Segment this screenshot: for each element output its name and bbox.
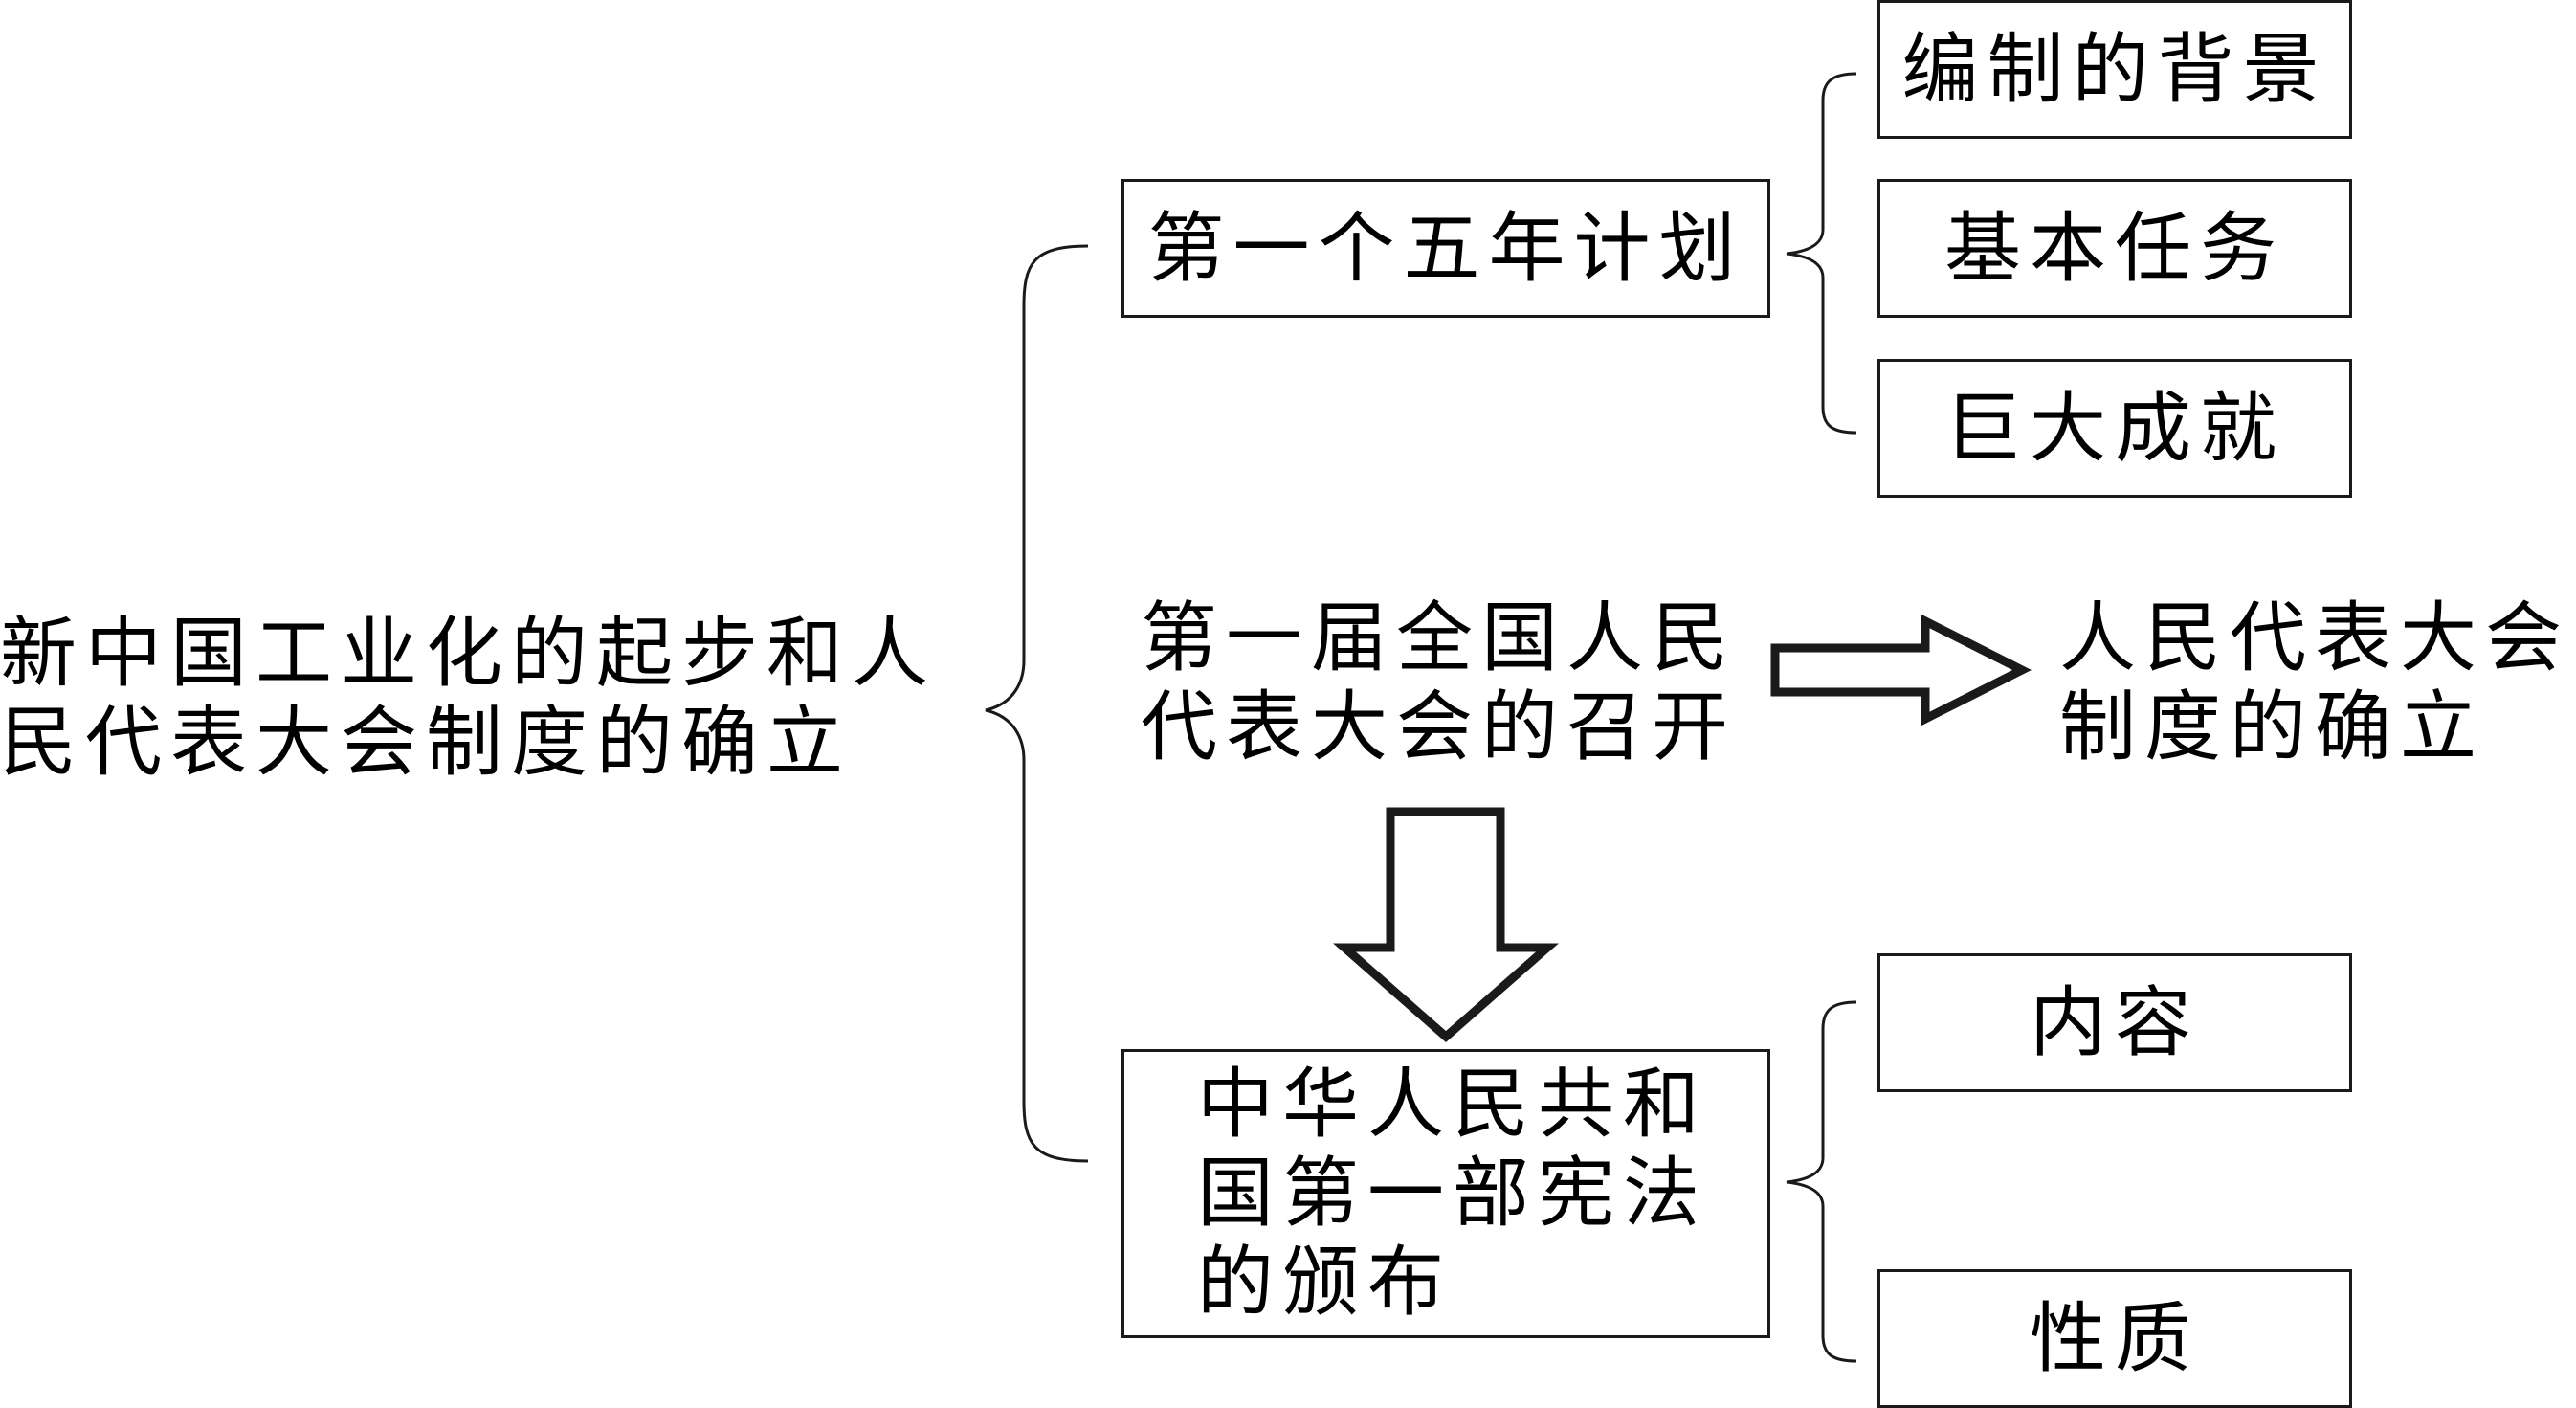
plan-background-box: 编制的背景 (1877, 0, 2352, 139)
constitution-line-3: 的颁布 (1197, 1238, 1453, 1327)
first-npc-line-2: 代表大会的召开 (1141, 682, 1737, 771)
constitution-line-1: 中华人民共和 (1197, 1060, 1708, 1149)
constitution-nature-label: 性质 (2030, 1294, 2200, 1383)
right-arrow (1770, 614, 2032, 726)
plan-achievements-label: 巨大成就 (1944, 384, 2285, 473)
npc-system-line-2: 制度的确立 (2059, 682, 2485, 771)
constitution-label: 中华人民共和 国第一部宪法 的颁布 (1197, 1060, 1708, 1327)
npc-system-line-1: 人民代表大会 (2059, 593, 2570, 682)
constitution-box: 中华人民共和 国第一部宪法 的颁布 (1121, 1049, 1770, 1338)
first-npc-line-1: 第一届全国人民 (1141, 593, 1737, 682)
constitution-content-box: 内容 (1877, 953, 2352, 1092)
npc-system-text: 人民代表大会 制度的确立 (2059, 593, 2570, 771)
plan-tasks-box: 基本任务 (1877, 179, 2352, 318)
root-topic-line-2: 民代表大会制度的确立 (0, 698, 852, 787)
five-year-plan-box: 第一个五年计划 (1121, 179, 1770, 318)
constitution-brace (1786, 1000, 1857, 1363)
plan-background-label: 编制的背景 (1901, 25, 2328, 114)
first-npc-text: 第一届全国人民 代表大会的召开 (1141, 593, 1737, 771)
constitution-content-label: 内容 (2030, 978, 2200, 1067)
root-topic: 新中国工业化的起步和人 民代表大会制度的确立 (0, 609, 937, 787)
constitution-line-2: 国第一部宪法 (1197, 1149, 1708, 1238)
plan-brace (1786, 72, 1857, 435)
down-arrow (1333, 807, 1559, 1042)
plan-achievements-box: 巨大成就 (1877, 359, 2352, 498)
five-year-plan-label: 第一个五年计划 (1147, 204, 1744, 293)
plan-tasks-label: 基本任务 (1944, 204, 2285, 293)
main-brace (985, 244, 1089, 1163)
constitution-nature-box: 性质 (1877, 1269, 2352, 1408)
root-topic-line-1: 新中国工业化的起步和人 (0, 609, 937, 698)
